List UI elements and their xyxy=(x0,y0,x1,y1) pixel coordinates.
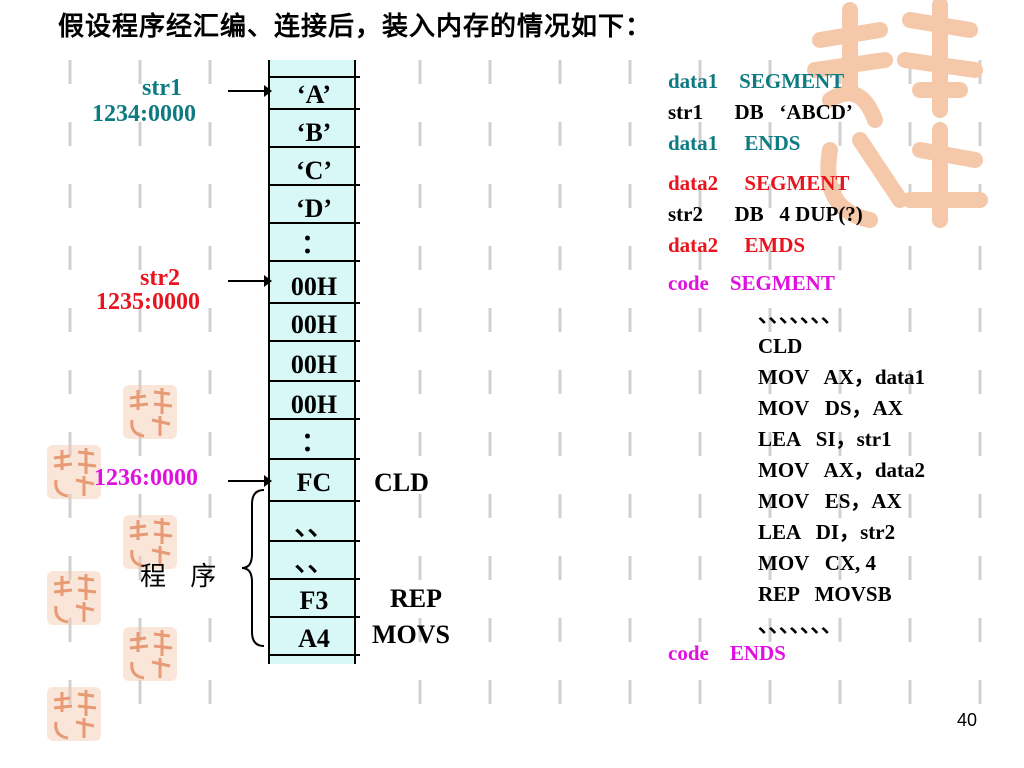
code-line: CLD xyxy=(758,334,803,358)
code-address: 1236:0000 xyxy=(94,465,198,491)
arrow-right-icon xyxy=(228,85,272,97)
memory-cell: 00H xyxy=(290,350,338,379)
memory-cell-divider xyxy=(268,260,360,262)
seal-logo-icon xyxy=(123,515,177,569)
str1-label: str1 xyxy=(142,75,182,101)
memory-cell-divider xyxy=(268,500,360,502)
str1-address: 1234:0000 xyxy=(92,101,196,127)
slide-title: 假设程序经汇编、连接后，装入内存的情况如下： xyxy=(58,12,653,42)
rep-annotation: REP xyxy=(390,584,442,613)
code-str2-line: str2 DB 4 DUP(?) xyxy=(668,202,863,226)
str2-label: str2 xyxy=(140,265,180,291)
code-line: 、、、、、、、 xyxy=(758,303,842,327)
memory-cell-divider xyxy=(268,340,360,342)
code-line: LEA SI，str1 xyxy=(758,427,892,451)
memory-cell-divider xyxy=(268,222,360,224)
code-data2-segment: data2 SEGMENT xyxy=(668,171,850,195)
memory-cell-divider xyxy=(268,108,360,110)
memory-cell-divider xyxy=(268,380,360,382)
memory-cell: ： xyxy=(300,428,327,457)
memory-cell: 、、 xyxy=(294,512,334,541)
seal-logo-icon xyxy=(807,0,988,228)
code-line: LEA DI，str2 xyxy=(758,520,896,544)
code-line: MOV DS，AX xyxy=(758,396,903,420)
memory-cell: ‘C’ xyxy=(295,156,333,185)
left-brace-icon xyxy=(241,489,265,647)
code-line: MOV AX，data2 xyxy=(758,458,926,482)
code-data1-ends: data1 ENDS xyxy=(668,131,801,155)
code-line: MOV ES，AX xyxy=(758,489,902,513)
seal-logo-icon xyxy=(123,385,177,439)
memory-cell-divider xyxy=(268,302,360,304)
memory-cell: 00H xyxy=(290,272,338,301)
memory-cell: A4 xyxy=(298,624,330,653)
code-line: MOV CX, 4 xyxy=(758,551,877,575)
arrow-right-icon xyxy=(228,475,272,487)
seal-logo-icon xyxy=(47,445,101,499)
memory-cell-divider xyxy=(268,418,360,420)
memory-cell: F3 xyxy=(299,586,329,615)
memory-cell: FC xyxy=(296,468,332,497)
code-data2-ends: data2 EMDS xyxy=(668,233,806,257)
memory-cell: ： xyxy=(300,230,327,259)
memory-cell-divider xyxy=(268,184,360,186)
memory-cell-divider xyxy=(268,458,360,460)
movs-annotation: MOVS xyxy=(372,620,450,649)
code-line: REP MOVSB xyxy=(758,582,892,606)
memory-cell: 、、 xyxy=(294,548,334,577)
memory-cell: 00H xyxy=(290,390,338,419)
cld-annotation: CLD xyxy=(374,468,429,497)
code-line: MOV AX，data1 xyxy=(758,365,926,389)
memory-cell-divider xyxy=(268,540,360,542)
memory-cell-divider xyxy=(268,578,360,580)
str2-address: 1235:0000 xyxy=(96,289,200,315)
memory-cell-divider xyxy=(268,76,360,78)
code-str1-line: str1 DB ‘ABCD’ xyxy=(668,100,853,124)
arrow-right-icon xyxy=(228,275,272,287)
memory-cell-divider xyxy=(268,654,360,656)
memory-column xyxy=(268,60,356,664)
memory-cell-divider xyxy=(268,616,360,618)
program-label: 程 序 xyxy=(140,562,225,592)
page-number: 40 xyxy=(957,710,978,730)
memory-cell: ‘A’ xyxy=(296,80,332,109)
memory-cell: 00H xyxy=(290,310,338,339)
seal-logo-icon xyxy=(47,687,101,741)
memory-cell: ‘D’ xyxy=(295,194,333,223)
seal-logo-icon xyxy=(123,627,177,681)
code-code-ends: code ENDS xyxy=(668,641,786,665)
code-code-segment: code SEGMENT xyxy=(668,271,835,295)
memory-cell: ‘B’ xyxy=(296,118,332,147)
memory-cell-divider xyxy=(268,146,360,148)
code-data1-segment: data1 SEGMENT xyxy=(668,69,845,93)
seal-logo-icon xyxy=(47,571,101,625)
code-line: 、、、、、、、 xyxy=(758,613,842,637)
